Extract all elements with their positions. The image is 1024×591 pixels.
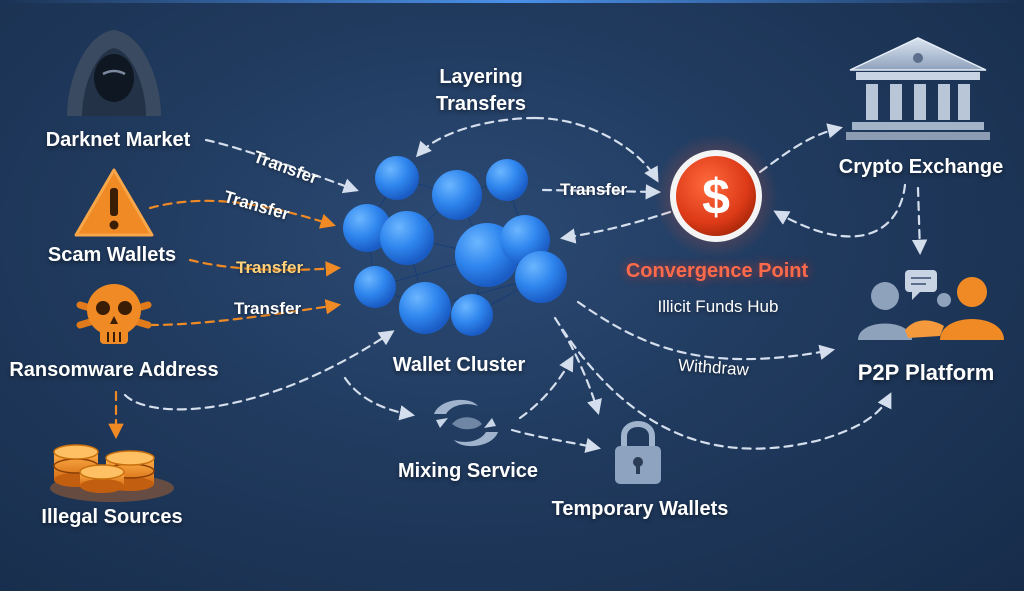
edge-layering-loop-left (415, 116, 537, 158)
wallet-node (375, 156, 419, 200)
darknet-market-label: Darknet Market (45, 129, 191, 151)
edge-ransomware-long-to-cluster (123, 330, 395, 411)
wallet-node (399, 282, 451, 334)
coin-stacks-icon (50, 444, 174, 502)
ransomware-address-label: Ransomware Address (9, 359, 219, 381)
top-glow-line (0, 0, 1024, 3)
wallet-node (380, 211, 434, 265)
edge-label-transfer-hub: Transfer (560, 180, 628, 199)
edge-exchange-to-hub (773, 183, 907, 238)
connectors (108, 116, 928, 453)
warning-triangle-icon (74, 168, 154, 237)
edge-hub-to-exchange (758, 123, 843, 174)
edge-exchange-to-p2p (911, 186, 928, 256)
edge-cluster-to-p2p-withdraw (576, 300, 836, 361)
padlock-icon (615, 421, 661, 484)
bank-building-icon (846, 37, 990, 140)
wallet-cluster-bubbles (343, 156, 567, 336)
edge-mixing-to-cluster (518, 355, 574, 420)
edge-cluster-to-temporary (560, 328, 602, 415)
wallet-node (343, 204, 391, 252)
edge-scam-to-cluster (148, 199, 336, 229)
mixer-swirl-icon (434, 399, 498, 447)
wallet-node (515, 251, 567, 303)
wallet-node (451, 294, 493, 336)
crypto-exchange-label: Crypto Exchange (838, 156, 1004, 178)
illegal-sources-label: Illegal Sources (41, 506, 183, 528)
hooded-figure-icon (67, 30, 161, 116)
wallet-node (432, 170, 482, 220)
edge-darknet-to-cluster (204, 138, 359, 194)
people-chat-icon (858, 270, 1004, 340)
edge-ransomware-to-cluster (148, 299, 342, 327)
edge-label-transfer: Transfer (236, 258, 304, 277)
temporary-wallets-label: Temporary Wallets (551, 498, 729, 520)
wallet-cluster-label: Wallet Cluster (392, 354, 526, 376)
dollar-coin-icon: $ (654, 134, 778, 258)
mixing-service-label: Mixing Service (397, 460, 539, 482)
skull-icon (76, 284, 152, 344)
wallet-node (486, 159, 528, 201)
convergence-point-label: Convergence Point (625, 260, 809, 282)
edge-cluster-to-hub (541, 184, 662, 200)
edge-mixing-to-temporary (510, 428, 602, 453)
layering-transfers-label: Layering Transfers (435, 66, 527, 115)
edge-scam-label-to-cluster (188, 258, 342, 277)
convergence-subtitle: Illicit Funds Hub (657, 297, 779, 316)
svg-text:$: $ (702, 169, 730, 225)
scam-wallets-label: Scam Wallets (47, 244, 177, 266)
edge-layering-loop-right (533, 116, 659, 183)
edge-temporary-to-p2p (553, 316, 892, 450)
edge-hub-to-cluster (559, 210, 672, 244)
wallet-node (354, 266, 396, 308)
edge-label-transfer: Transfer (234, 299, 302, 318)
edge-cluster-to-mixing (343, 376, 416, 421)
p2p-platform-label: P2P Platform (857, 360, 995, 385)
